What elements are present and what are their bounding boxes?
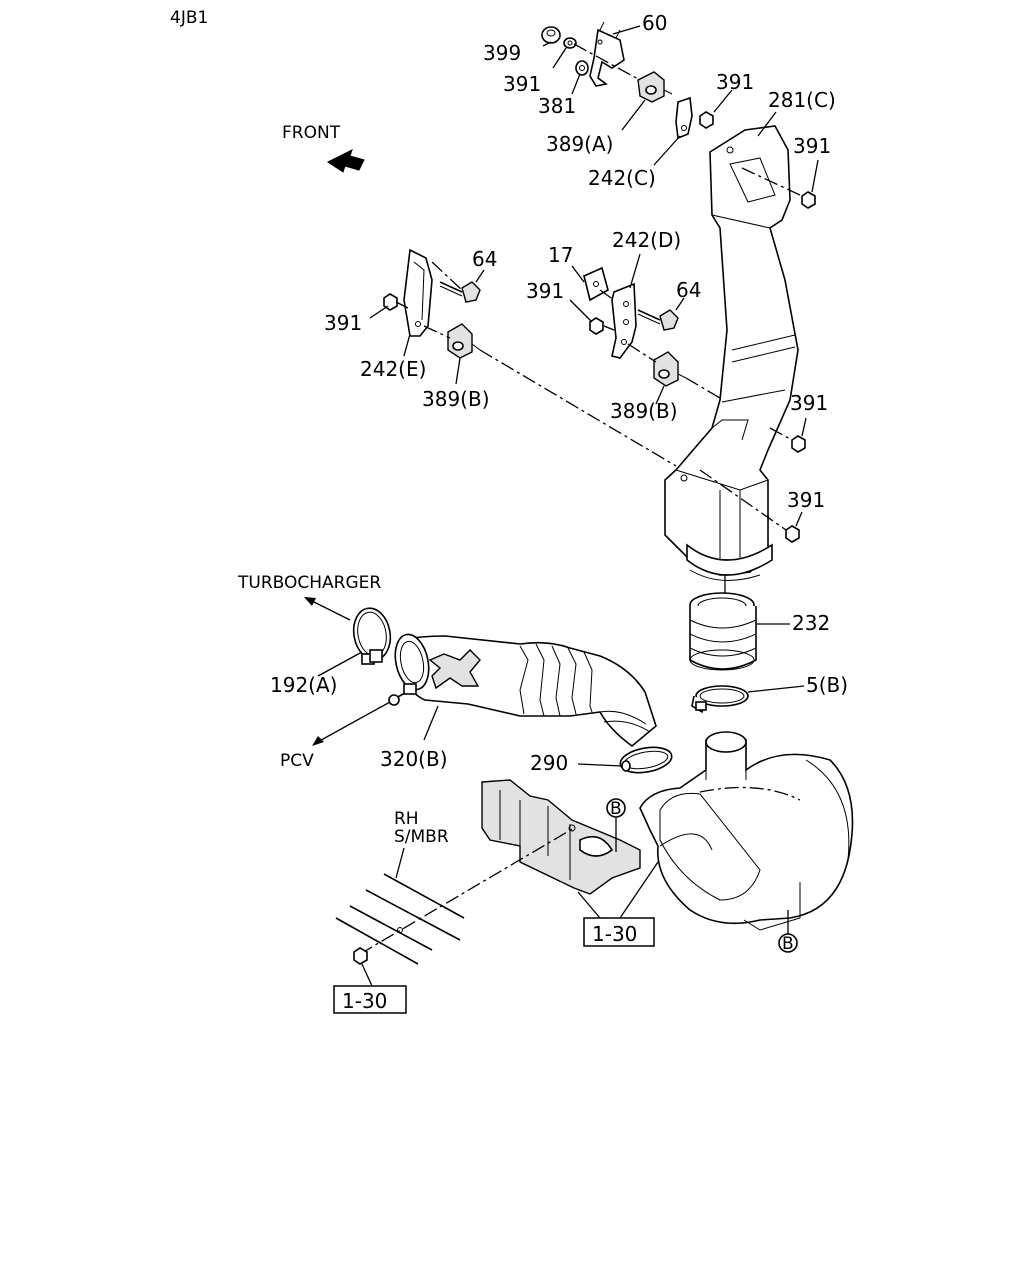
callout-391-mid: 391 xyxy=(526,279,564,303)
reference-box-center-text: 1-30 xyxy=(592,922,637,946)
washer-391-top xyxy=(563,37,577,49)
turbocharger-label: TURBOCHARGER xyxy=(237,573,381,593)
bracket-242d xyxy=(611,282,637,359)
callout-391-top-left: 391 xyxy=(503,72,541,96)
callout-64-left: 64 xyxy=(472,247,497,271)
mount-rubber-389b-left xyxy=(447,323,481,359)
front-label: FRONT xyxy=(282,123,341,143)
callout-399: 399 xyxy=(483,41,521,65)
nut-391-duct-mid xyxy=(791,435,806,453)
model-code: 4JB1 xyxy=(170,8,208,28)
bracket-242c xyxy=(675,96,693,140)
callout-242e: 242(E) xyxy=(360,357,426,381)
pcv-label: PCV xyxy=(280,751,314,771)
callout-389b-left: 389(B) xyxy=(422,387,490,411)
washer-381 xyxy=(575,60,589,76)
callout-389b-right: 389(B) xyxy=(610,399,678,423)
callout-242d: 242(D) xyxy=(612,228,681,252)
nut-frame xyxy=(353,947,368,965)
callout-290: 290 xyxy=(530,751,568,775)
callout-381: 381 xyxy=(538,94,576,118)
callout-60: 60 xyxy=(642,11,667,35)
callout-391-duct-low: 391 xyxy=(787,488,825,512)
frame-side-member xyxy=(335,873,465,965)
nut-391-mid xyxy=(589,317,604,335)
callout-242c: 242(C) xyxy=(588,166,656,190)
front-arrow-icon xyxy=(327,149,365,173)
pcv-arrow-icon xyxy=(312,701,391,746)
bracket-242e xyxy=(403,248,433,337)
callout-17: 17 xyxy=(548,243,573,267)
callout-192a: 192(A) xyxy=(270,673,337,697)
callout-391-left: 391 xyxy=(324,311,362,335)
nut-391-duct-top xyxy=(801,191,816,209)
callout-64-right: 64 xyxy=(676,278,701,302)
callout-5b: 5(B) xyxy=(806,673,848,697)
intake-duct-281c xyxy=(664,125,799,581)
air-cleaner xyxy=(639,731,854,931)
bellows-hose-232 xyxy=(689,592,757,671)
pcv-fitting xyxy=(388,683,417,706)
clamp-192a xyxy=(352,607,392,665)
callout-389a: 389(A) xyxy=(546,132,613,156)
callout-232: 232 xyxy=(792,611,830,635)
callout-391-top-mid: 391 xyxy=(716,70,754,94)
air-cleaner-bracket xyxy=(481,779,641,895)
callout-391-duct-mid: 391 xyxy=(790,391,828,415)
turbocharger-arrow-icon xyxy=(304,597,351,621)
clamp-290 xyxy=(619,746,673,774)
reference-b-top: B xyxy=(606,798,626,819)
mount-rubber-389a xyxy=(637,71,673,103)
frame-label-rh: RH xyxy=(394,809,419,829)
nut-391-duct-low xyxy=(785,525,800,543)
callout-320b: 320(B) xyxy=(380,747,448,771)
bolt-64-left xyxy=(439,281,481,303)
reference-b-bottom-text: B xyxy=(782,934,794,954)
clamp-5b xyxy=(691,685,749,714)
hose-320b xyxy=(394,633,657,748)
reference-box-center xyxy=(583,917,655,947)
callout-281c: 281(C) xyxy=(768,88,836,112)
frame-label-smbr: S/MBR xyxy=(394,827,449,847)
bracket-60 xyxy=(589,21,625,87)
nut-391-top-mid xyxy=(699,111,714,129)
nut-399 xyxy=(541,26,561,44)
reference-b-bottom: B xyxy=(778,933,798,954)
reference-b-top-text: B xyxy=(610,799,622,819)
plate-17 xyxy=(583,266,609,302)
mount-rubber-389b-right xyxy=(653,351,687,387)
bolt-64-right xyxy=(637,309,679,331)
callout-391-duct-top: 391 xyxy=(793,134,831,158)
reference-box-left xyxy=(333,985,407,1014)
reference-box-left-text: 1-30 xyxy=(342,989,387,1013)
